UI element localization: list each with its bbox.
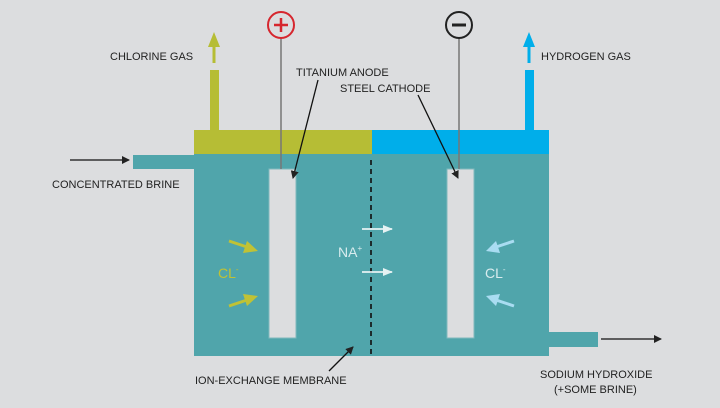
chloride-arrowhead-left [243, 241, 258, 253]
titanium-anode [268, 168, 297, 339]
chlorine-arrowhead [208, 32, 220, 47]
chloride-arrowhead-left [243, 294, 258, 306]
sodium-ion-label: NA+ [338, 244, 362, 260]
cathode-callout-line [417, 94, 459, 179]
ion-exchange-membrane-label: ION-EXCHANGE MEMBRANE [195, 375, 347, 387]
some-brine-label: (+SOME BRINE) [554, 384, 637, 396]
sodium-hydroxide-label: SODIUM HYDROXIDE [540, 369, 652, 381]
steel-cathode-label: STEEL CATHODE [340, 83, 430, 95]
titanium-anode-label: TITANIUM ANODE [296, 67, 389, 79]
concentrated-brine-label: CONCENTRATED BRINE [52, 179, 180, 191]
chlorine-headspace [194, 130, 372, 154]
steel-cathode [446, 168, 475, 339]
chloride-arrowhead-right [486, 294, 500, 306]
chloride-arrowhead-right [486, 241, 500, 253]
anode-callout-line [290, 79, 319, 179]
plus-icon [274, 18, 288, 32]
chloride-ion-label-left: CL- [218, 265, 239, 281]
chlorine-outlet-pipe [210, 70, 219, 130]
hydrogen-arrowhead [523, 32, 535, 47]
chlorine-gas-label: CHLORINE GAS [110, 51, 193, 63]
hydrogen-outlet-pipe [525, 70, 534, 130]
hydrogen-gas-label: HYDROGEN GAS [541, 51, 631, 63]
chloride-ion-label-right: CL- [485, 265, 506, 281]
hydroxide-outlet-pipe [548, 332, 598, 347]
brine-inlet-pipe [133, 155, 195, 169]
membrane-callout-line [328, 346, 354, 372]
hydrogen-headspace [372, 130, 549, 154]
